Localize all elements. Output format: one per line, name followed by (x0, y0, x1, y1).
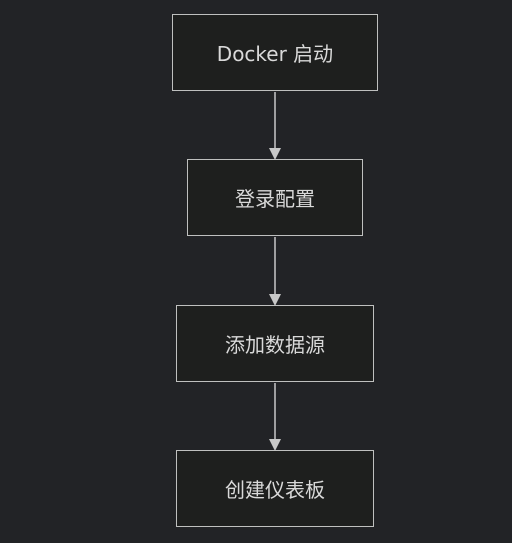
node-label: Docker 启动 (216, 42, 334, 66)
node-label: 添加数据源 (225, 333, 325, 357)
node-create-dashboard: 创建仪表板 (176, 450, 374, 527)
node-label: 登录配置 (235, 187, 315, 211)
node-login-config: 登录配置 (187, 159, 363, 236)
node-add-datasource: 添加数据源 (176, 305, 374, 382)
node-label: 创建仪表板 (225, 478, 325, 502)
node-docker-start: Docker 启动 (172, 14, 378, 91)
